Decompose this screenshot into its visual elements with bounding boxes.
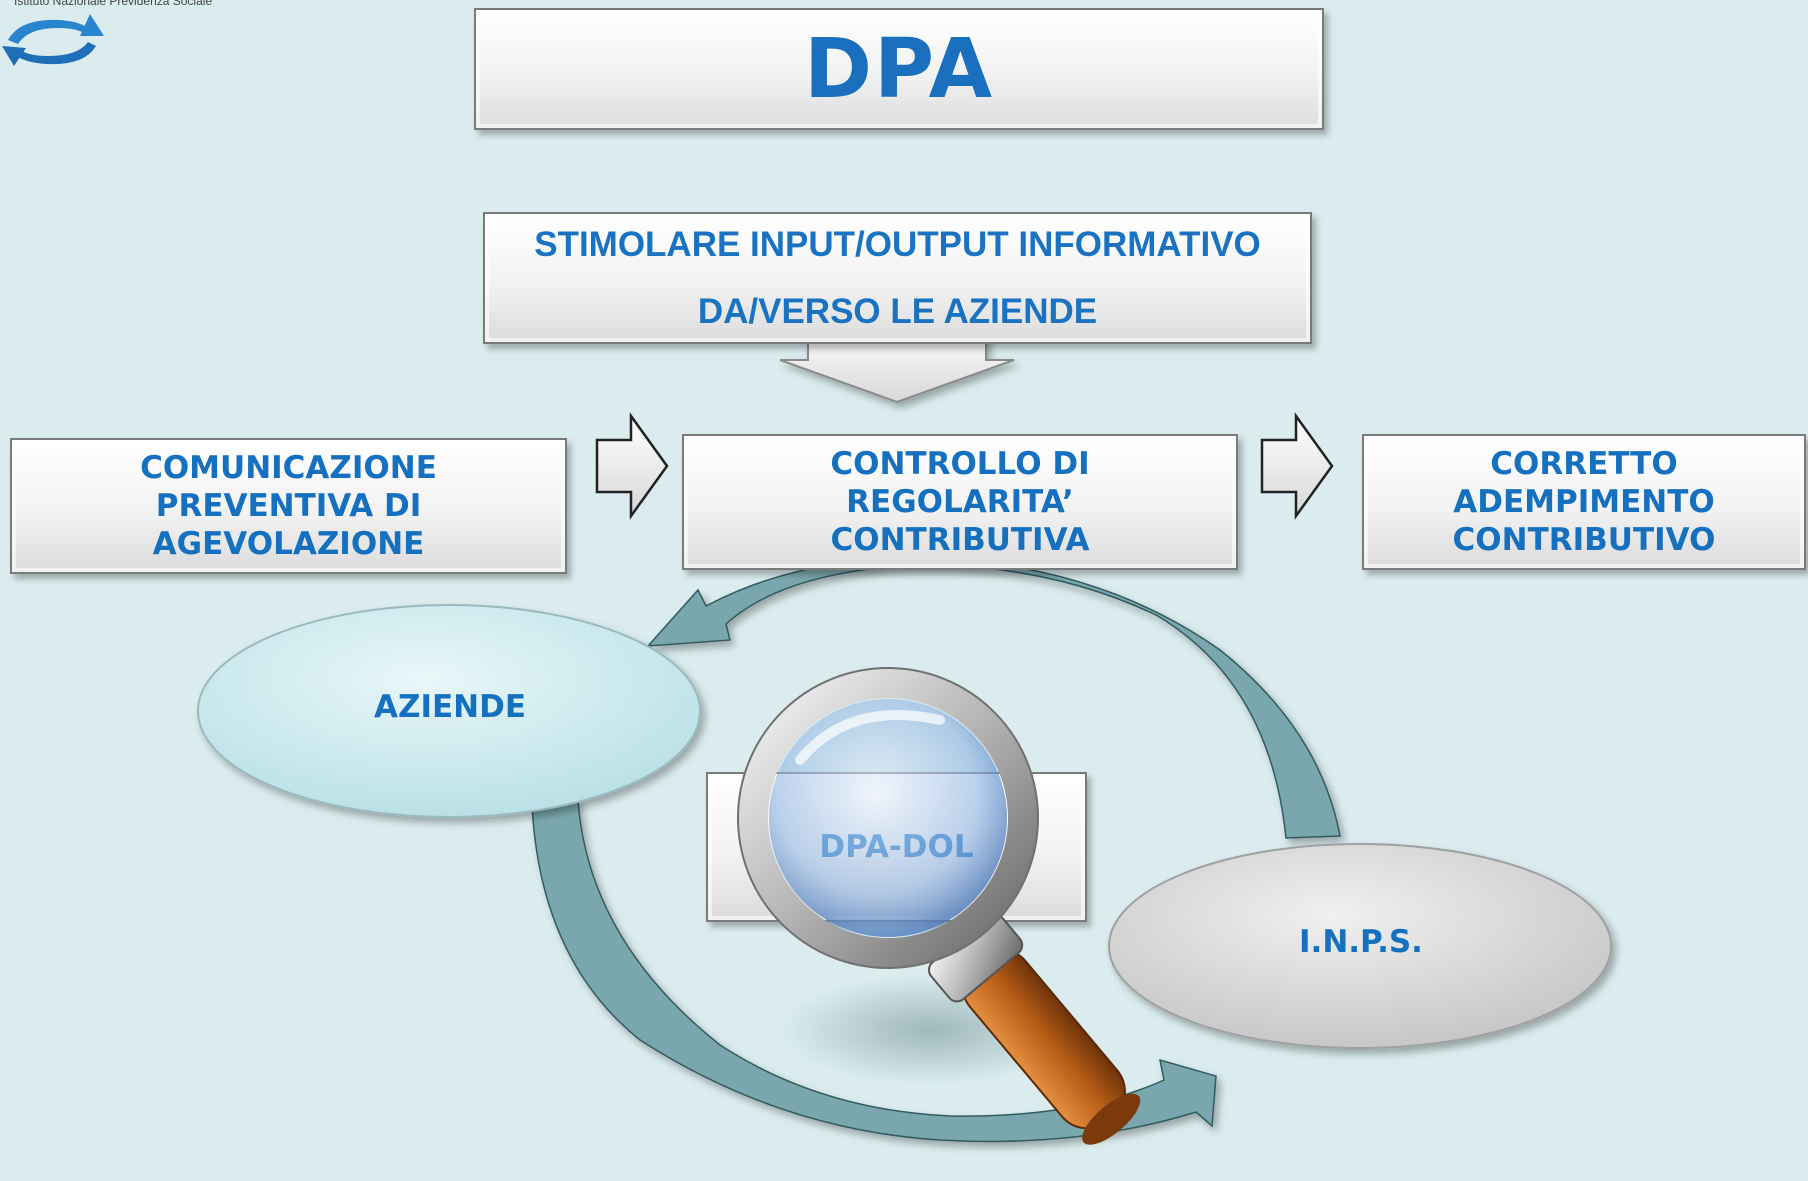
right-line-1: CORRETTO xyxy=(1490,446,1678,482)
left-line-2: PREVENTIVA DI xyxy=(155,488,422,524)
cycle-arrow-bottom xyxy=(531,799,1217,1143)
corretto-box: CORRETTO ADEMPIMENTO CONTRIBUTIVO xyxy=(1362,434,1806,570)
aziende-label: AZIENDE xyxy=(373,689,527,725)
dpa-dol-box: DPA-DOL xyxy=(706,772,1087,922)
title-box: DPA xyxy=(474,8,1324,130)
left-line-1: COMUNICAZIONE xyxy=(140,450,437,486)
mid-line-1: CONTROLLO DI xyxy=(830,446,1090,482)
mid-line-2: REGOLARITA’ xyxy=(846,484,1074,520)
dpa-dol-label: DPA-DOL xyxy=(819,829,974,865)
org-name: Istituto Nazionale Previdenza Sociale xyxy=(14,0,213,8)
stimulate-box: STIMOLARE INPUT/OUTPUT INFORMATIVO DA/VE… xyxy=(483,212,1312,344)
page-title: DPA xyxy=(803,21,995,117)
left-line-3: AGEVOLAZIONE xyxy=(152,526,425,562)
mid-line-3: CONTRIBUTIVA xyxy=(830,522,1090,558)
stimulate-line-1: STIMOLARE INPUT/OUTPUT INFORMATIVO xyxy=(534,225,1261,264)
stimulate-line-2: DA/VERSO LE AZIENDE xyxy=(697,292,1098,331)
inps-ellipse xyxy=(1108,843,1612,1049)
right-arrow-1 xyxy=(595,412,669,520)
right-arrow-2 xyxy=(1260,412,1334,520)
comunicazione-box: COMUNICAZIONE PREVENTIVA DI AGEVOLAZIONE xyxy=(10,438,567,574)
aziende-ellipse xyxy=(197,604,701,818)
right-line-3: CONTRIBUTIVO xyxy=(1452,522,1716,558)
cycle-arrow-top xyxy=(646,557,1341,839)
controllo-box: CONTROLLO DI REGOLARITA’ CONTRIBUTIVA xyxy=(682,434,1238,570)
logo-arrows-icon xyxy=(2,14,104,66)
right-line-2: ADEMPIMENTO xyxy=(1453,484,1715,520)
inps-label: I.N.P.S. xyxy=(1299,924,1423,960)
